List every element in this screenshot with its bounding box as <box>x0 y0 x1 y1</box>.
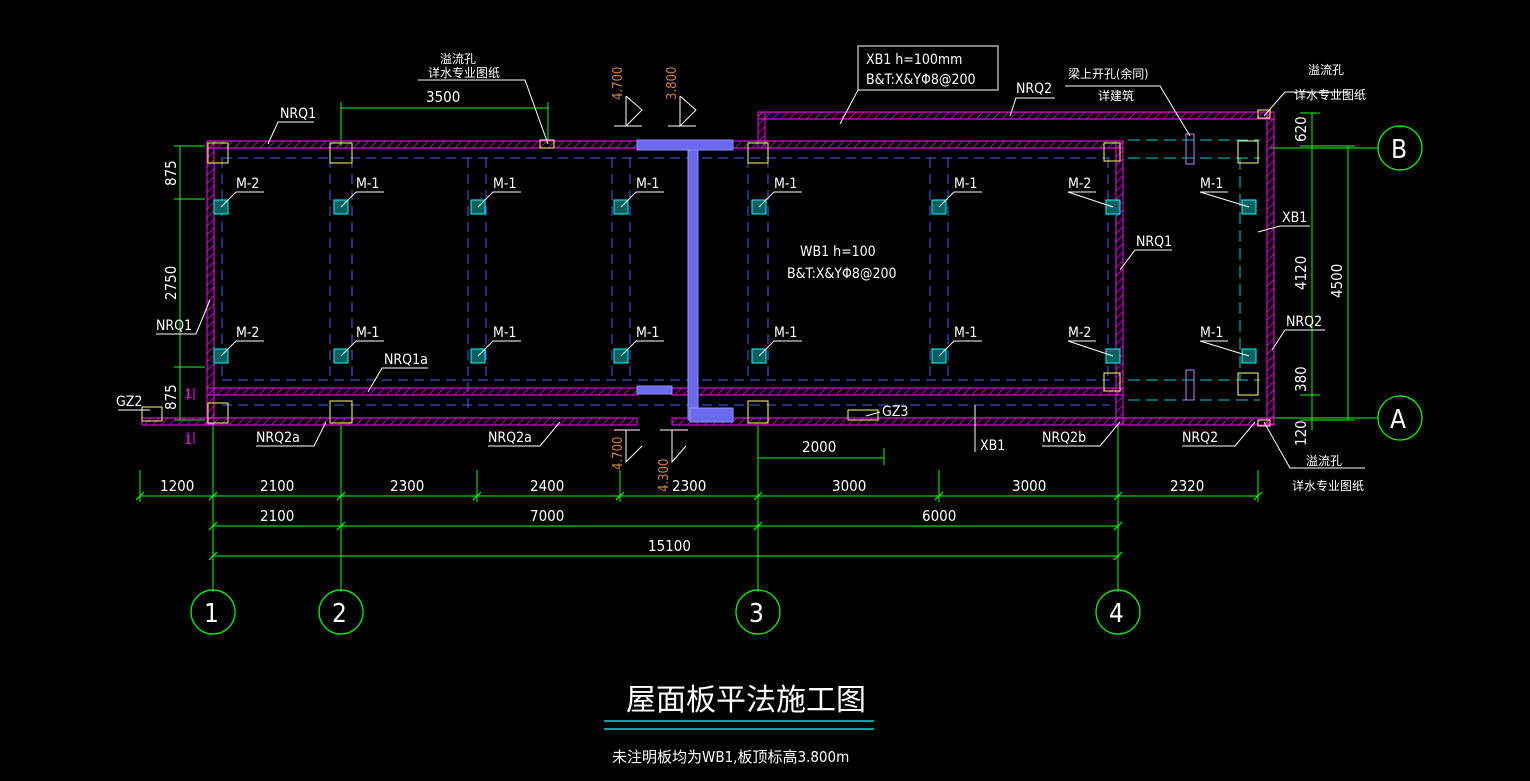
dim-row1: 3000 <box>1012 477 1046 495</box>
dim-row1: 2300 <box>672 477 706 495</box>
m-tag: M-1 <box>954 176 977 192</box>
dim-right-380: 380 <box>1292 366 1310 392</box>
beam-openings <box>1185 133 1195 401</box>
steel-beam <box>636 139 734 423</box>
m-tag: M-2 <box>1068 176 1091 192</box>
axis-label-4: 4 <box>1109 599 1124 629</box>
overflow-hole-sub: 详水专业图纸 <box>428 65 500 80</box>
axis-label-2: 2 <box>332 599 347 629</box>
overflow-hole-bot-title: 溢流孔 <box>1306 454 1342 468</box>
level-3800-top: 3.800 <box>665 67 680 100</box>
m-tag: M-2 <box>1068 325 1091 341</box>
dim-right-620: 620 <box>1292 116 1310 142</box>
axis-label-a: A <box>1390 405 1406 435</box>
section-mark-top: 1 <box>185 387 192 401</box>
dim-right-120: 120 <box>1292 420 1310 446</box>
dim-row1: 2100 <box>260 477 294 495</box>
dim-left-875-bot: 875 <box>162 384 180 410</box>
m-tag: M-1 <box>636 325 659 341</box>
axis-label-3: 3 <box>749 599 764 629</box>
dashed-beams <box>221 157 1110 410</box>
overflow-hole-right-title: 溢流孔 <box>1308 63 1344 77</box>
dim-row1: 3000 <box>832 477 866 495</box>
xb1-box-line1: XB1 h=100mm <box>866 52 962 68</box>
xb1-box-line2: B&T:X&YΦ8@200 <box>866 72 976 88</box>
label-nrq2b: NRQ2b <box>1042 430 1086 446</box>
dim-row1: 2400 <box>530 477 564 495</box>
label-xb1-right: XB1 <box>1282 210 1307 226</box>
label-nrq1-mid: NRQ1 <box>1136 234 1172 250</box>
dim-left-875-top: 875 <box>162 160 180 186</box>
label-nrq2-bot: NRQ2 <box>1182 430 1218 446</box>
label-xb1-bot: XB1 <box>980 438 1005 454</box>
overflow-hole-title: 溢流孔 <box>440 52 476 66</box>
dim-right-4120: 4120 <box>1292 256 1310 290</box>
m-tag: M-1 <box>1200 176 1223 192</box>
m-tag: M-1 <box>636 176 659 192</box>
m-tag: M-1 <box>356 176 379 192</box>
dashed-beams-cyan <box>1128 139 1260 401</box>
dim-row1: 1200 <box>160 477 194 495</box>
overflow-hole-bot-sub: 详水专业图纸 <box>1292 478 1364 493</box>
drawing-title: 屋面板平法施工图 <box>626 683 866 718</box>
dimension-lines <box>139 102 1378 592</box>
overflow-hole-right-sub: 详水专业图纸 <box>1294 87 1366 102</box>
label-nrq1-top: NRQ1 <box>280 106 316 122</box>
level-4700-bot: 4.700 <box>611 437 626 470</box>
dim-row2: 6000 <box>922 507 956 525</box>
level-4700-top: 4.700 <box>611 67 626 100</box>
m-tag: M-1 <box>356 325 379 341</box>
beam-hole-title: 梁上开孔(余同) <box>1068 66 1148 81</box>
label-nrq2-right: NRQ2 <box>1286 314 1322 330</box>
dim-2000: 2000 <box>802 438 836 456</box>
leader-lines <box>118 45 1365 469</box>
dim-row2: 7000 <box>530 507 564 525</box>
columns <box>141 109 1271 427</box>
dim-row2: 2100 <box>260 507 294 525</box>
dim-right-4500: 4500 <box>1328 264 1346 298</box>
m-tag: M-1 <box>774 176 797 192</box>
m-tag: M-1 <box>774 325 797 341</box>
wb1-line2: B&T:X&YΦ8@200 <box>787 266 897 282</box>
m-tag: M-1 <box>1200 325 1223 341</box>
label-nrq2-top: NRQ2 <box>1016 81 1052 97</box>
section-mark <box>187 388 195 444</box>
dim-3500: 3500 <box>426 88 460 106</box>
m-tag: M-2 <box>236 325 259 341</box>
dim-left-2750: 2750 <box>162 266 180 300</box>
label-gz3: GZ3 <box>882 404 908 420</box>
wb1-line1: WB1 h=100 <box>800 244 876 260</box>
m-tag: M-1 <box>493 176 516 192</box>
drawing-note: 未注明板均为WB1,板顶标高3.800m <box>612 748 849 766</box>
label-nrq1a: NRQ1a <box>384 352 428 368</box>
dim-row1: 2300 <box>390 477 424 495</box>
walls <box>141 111 1275 426</box>
section-mark-bottom: 1 <box>185 433 192 447</box>
label-nrq2a-left: NRQ2a <box>256 430 300 446</box>
label-nrq1-left: NRQ1 <box>156 318 192 334</box>
dim-row1: 2320 <box>1170 477 1204 495</box>
label-gz2: GZ2 <box>116 394 142 410</box>
m-tag: M-2 <box>236 176 259 192</box>
m-tag: M-1 <box>954 325 977 341</box>
dim-row3: 15100 <box>648 537 691 555</box>
axis-bubbles <box>190 125 1423 635</box>
axis-label-1: 1 <box>204 599 219 629</box>
label-nrq2a-mid: NRQ2a <box>488 430 532 446</box>
axis-label-b: B <box>1391 135 1407 165</box>
dimension-ticks <box>135 491 1263 561</box>
m-tag: M-1 <box>493 325 516 341</box>
level-4300-bot: 4.300 <box>657 459 672 492</box>
beam-hole-sub: 详建筑 <box>1098 88 1134 103</box>
